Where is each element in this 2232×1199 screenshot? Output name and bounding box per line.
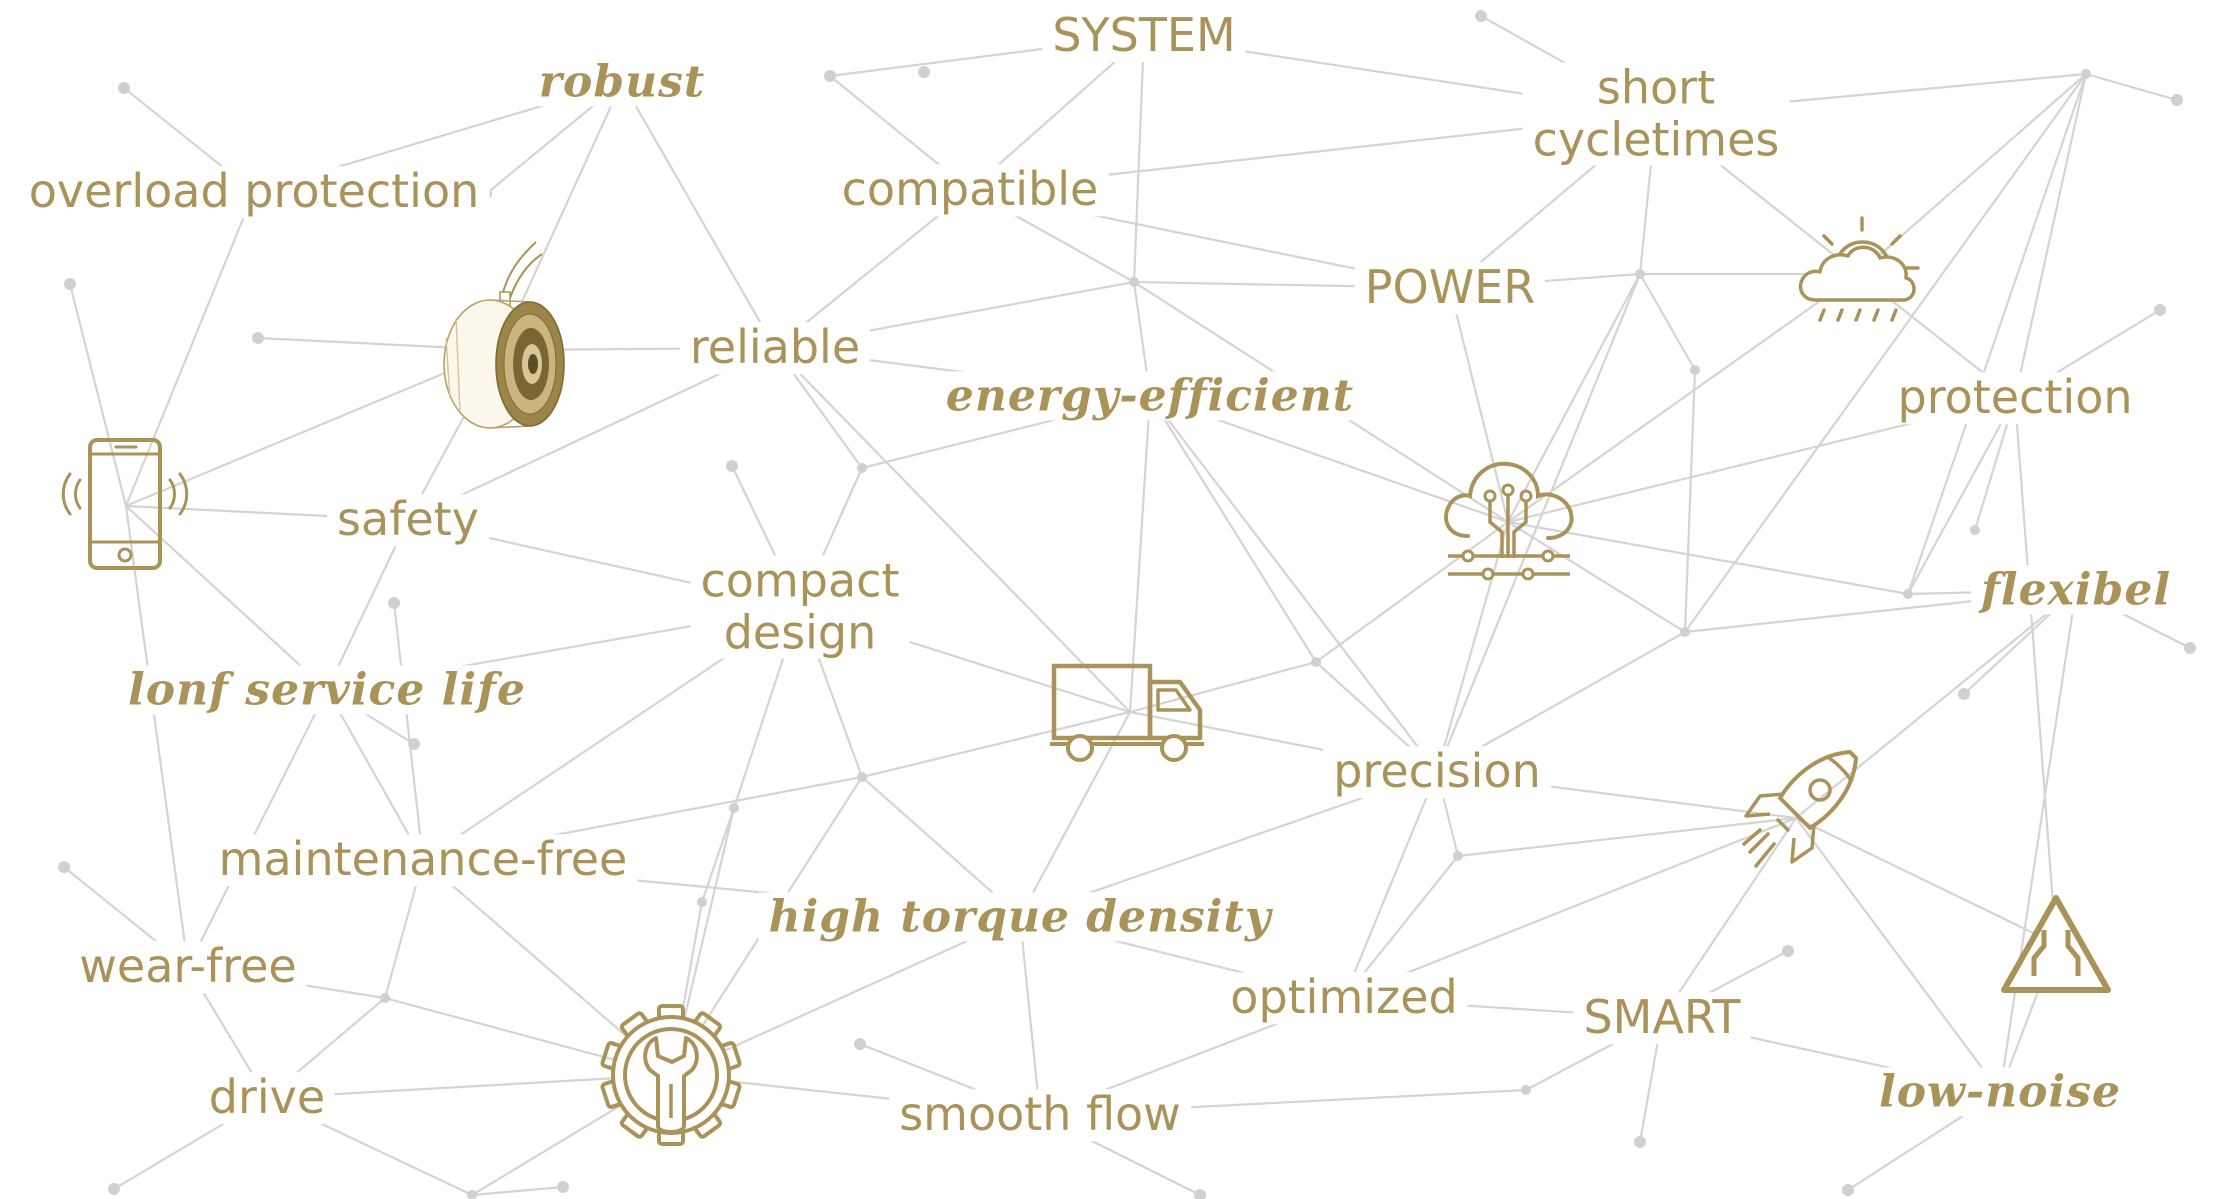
network-junction-dot: [857, 463, 867, 473]
network-node-dot: [2154, 304, 2166, 316]
network-junction-dot: [697, 897, 707, 907]
keyword-drive: drive: [198, 1072, 336, 1124]
electromagnetic-brake-icon: [430, 232, 580, 432]
network-junction-dot: [1521, 1085, 1531, 1095]
keyword-compatible: compatible: [831, 164, 1109, 216]
keyword-flexibel: flexibel: [1970, 565, 2182, 615]
network-junction-dot: [1635, 269, 1645, 279]
road-narrows-warning-icon: [1996, 890, 2116, 1000]
keyword-maintenance-free: maintenance-free: [208, 834, 638, 886]
cloud-circuit-icon: [1438, 452, 1578, 592]
network-junction-dot: [1453, 851, 1463, 861]
keyword-wear-free: wear-free: [69, 941, 307, 993]
keyword-energy-efficient: energy-efficient: [935, 371, 1365, 421]
sun-cloud-rain-icon: [1794, 214, 1924, 334]
keyword-short-cycletimes: short cycletimes: [1522, 62, 1790, 166]
network-node-dot: [388, 597, 400, 609]
network-junction-dot: [1129, 277, 1139, 287]
network-junction-dot: [2081, 69, 2091, 79]
network-junction-dot: [1970, 525, 1980, 535]
network-node-dot: [2171, 94, 2183, 106]
network-node-dot: [557, 1181, 569, 1193]
keyword-precision: precision: [1323, 746, 1551, 798]
network-node-dot: [58, 861, 70, 873]
keyword-reliable: reliable: [679, 322, 871, 374]
network-junction-dot: [467, 1190, 477, 1199]
keyword-compact-design: compact design: [690, 555, 910, 659]
keyword-overload-protection: overload protection: [18, 166, 490, 218]
keyword-smart: SMART: [1573, 992, 1751, 1044]
keyword-lonf-service-life: lonf service life: [118, 665, 536, 715]
network-node-dot: [252, 332, 264, 344]
network-node-dot: [1958, 688, 1970, 700]
network-node-dot: [726, 460, 738, 472]
smartphone-icon: [56, 436, 196, 576]
keyword-optimized: optimized: [1220, 972, 1468, 1024]
network-node-dot: [824, 70, 836, 82]
keyword-protection: protection: [1887, 372, 2143, 424]
keyword-smooth-flow: smooth flow: [889, 1089, 1191, 1141]
keyword-low-noise: low-noise: [1868, 1067, 2132, 1117]
network-node-dot: [108, 1183, 120, 1195]
network-junction-dot: [857, 772, 867, 782]
delivery-truck-icon: [1050, 660, 1210, 770]
network-junction-dot: [1311, 657, 1321, 667]
network-junction-dot: [380, 993, 390, 1003]
network-node-dot: [1634, 1136, 1646, 1148]
network-node-dot: [1842, 1184, 1854, 1196]
network-node-dot: [918, 66, 930, 78]
network-node-dot: [1194, 1189, 1206, 1199]
keyword-safety: safety: [327, 494, 489, 546]
keyword-system: SYSTEM: [1042, 10, 1246, 62]
keyword-robust: robust: [528, 57, 716, 107]
network-junction-dot: [729, 803, 739, 813]
gear-wrench-icon: [596, 1000, 746, 1150]
network-junction-dot: [1903, 589, 1913, 599]
network-node-dot: [118, 82, 130, 94]
network-node-dot: [2184, 642, 2196, 654]
rocket-icon: [1726, 748, 1866, 888]
network-node-dot: [1475, 10, 1487, 22]
keyword-high-torque-density: high torque density: [758, 892, 1282, 942]
network-node-dot: [1782, 945, 1794, 957]
network-node-dot: [408, 738, 420, 750]
network-node-dot: [64, 278, 76, 290]
network-junction-dot: [1690, 365, 1700, 375]
network-junction-dot: [1680, 627, 1690, 637]
network-node-dot: [854, 1038, 866, 1050]
keyword-power: POWER: [1354, 262, 1546, 314]
